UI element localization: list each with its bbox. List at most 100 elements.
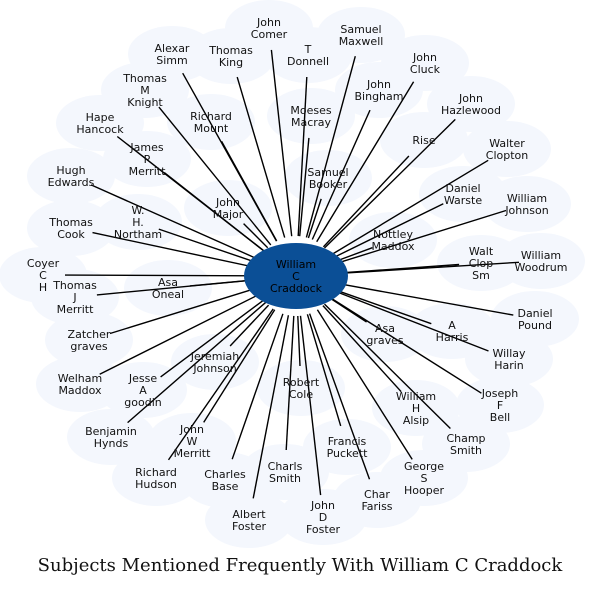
node-bubble-richard-mount (167, 94, 255, 150)
node-bubble-hugh-edwards (27, 148, 115, 204)
edge-samuel-booker (307, 198, 322, 239)
edge-john-comer (270, 49, 293, 237)
edge-francis-puckett (306, 314, 342, 427)
node-bubble-john-bingham (335, 62, 423, 118)
hub-node (244, 243, 348, 309)
edge-john-d-foster (299, 315, 322, 496)
edge-thomas-m-knight (158, 106, 272, 246)
edge-t-donnell (297, 76, 308, 237)
edge-a-harris (333, 288, 432, 325)
edge-charls-smith (285, 315, 295, 451)
node-bubble-thomas-j-merritt (31, 269, 119, 325)
node-bubble-jeremiah-johnson (171, 334, 259, 390)
node-bubble-thomas-king (187, 28, 275, 84)
node-bubble-thomas-cook (27, 200, 115, 256)
node-bubble-nottley-maddox (349, 212, 437, 268)
edge-daniel-warsted (331, 203, 444, 260)
edge-jesse-a-goodin (160, 299, 265, 378)
edge-willay-harin (333, 289, 489, 352)
edge-john-cluck (316, 81, 415, 243)
edge-richard-hudson (167, 308, 274, 461)
node-label-w-h-northam: W.H.Northam (114, 204, 162, 241)
edge-charles-base (231, 313, 284, 460)
node-bubble-jesse-a-goodin (99, 362, 187, 418)
edge-thomas-cook (92, 231, 258, 269)
edge-coyer (64, 274, 257, 277)
node-bubble-albert-foster (205, 492, 293, 548)
edge-albert-foster (252, 315, 290, 499)
edge-robert-cole (297, 315, 301, 367)
edge-richard-mount (220, 140, 278, 242)
edge-john-hazlewood (324, 118, 456, 249)
edge-john-bingham (311, 109, 371, 240)
edge-william-h-alsip (322, 305, 402, 393)
diagram-caption: Subjects Mentioned Frequently With Willi… (37, 555, 563, 576)
node-bubble-w-h-northam (94, 194, 182, 250)
edge-george-s-hooper (316, 309, 413, 460)
node-bubble-zatcher-graves (45, 312, 133, 368)
node-bubble-john-d-foster (279, 489, 367, 545)
node-bubble-charls-smith (241, 444, 329, 500)
node-bubble-william-johnson (483, 176, 571, 232)
node-bubble-rise (380, 112, 468, 168)
node-bubble-william-woodrum (497, 233, 585, 289)
node-bubble-t-donnell (264, 27, 352, 83)
edge-thomas-king (236, 76, 286, 238)
edge-james-p-merritt (163, 172, 265, 252)
edge-benjamin-hynds (127, 301, 267, 424)
edge-daniel-pound (335, 282, 514, 316)
edge-hugh-edwards (90, 184, 260, 261)
node-bubble-moeses-macray (267, 88, 355, 144)
edge-w-h-northam (158, 228, 259, 264)
node-label-rise: Rise (412, 134, 435, 147)
edge-joseph-f-bell (329, 296, 482, 394)
node-bubble-benjamin-hynds (67, 409, 155, 465)
edge-william-johnson (333, 209, 507, 265)
edge-william-woodrum (335, 261, 520, 275)
edge-moeses-macray (299, 137, 310, 237)
edge-jeremiah-johnson (229, 304, 270, 347)
node-bubble-willay-harin (465, 331, 553, 387)
node-bubble-william-h-alsip (372, 380, 460, 436)
edge-john-w-merritt (203, 309, 276, 423)
